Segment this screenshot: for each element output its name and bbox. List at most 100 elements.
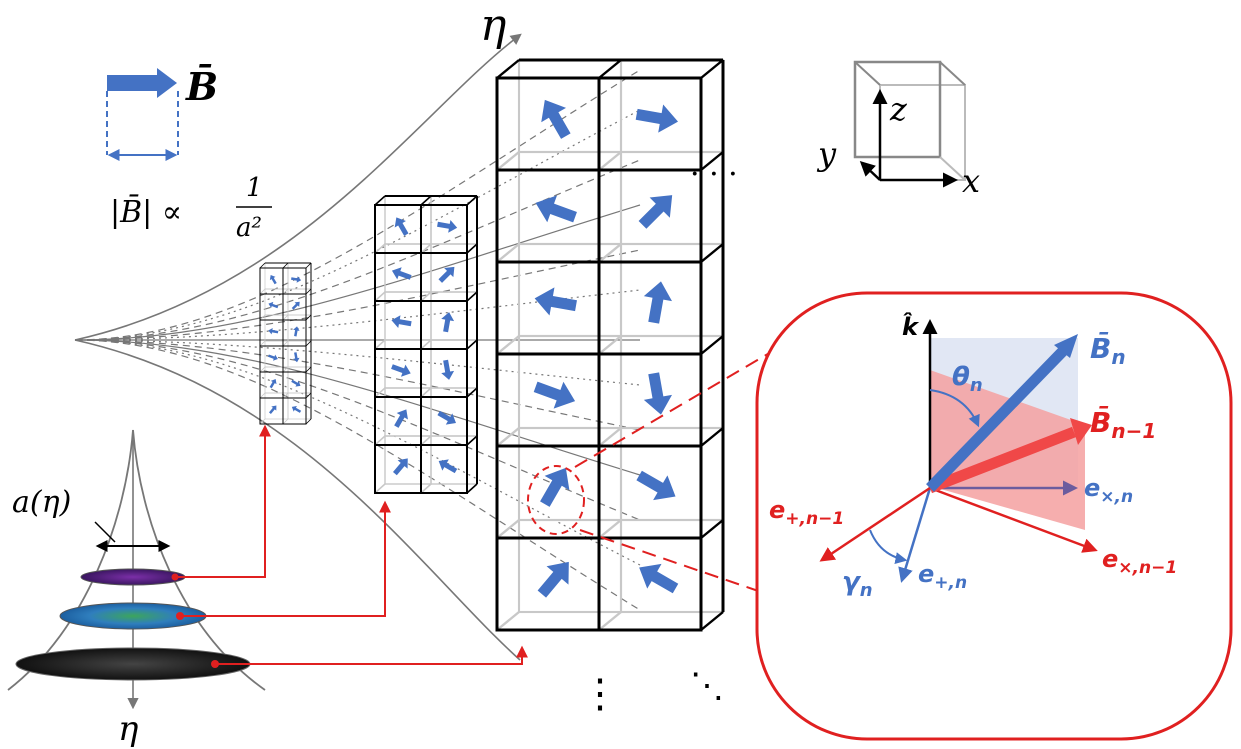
- grid-depth-edge: [496, 427, 520, 447]
- grid-depth-edge: [700, 151, 724, 171]
- b-field-arrow: [269, 379, 277, 389]
- b-field-arrow: [394, 217, 409, 236]
- grid-large: [495, 58, 725, 632]
- b-field-arrow: [293, 326, 300, 337]
- grid-depth-edge: [466, 387, 478, 398]
- b-field-arrow: [437, 219, 458, 233]
- magnitude-relation: |B̄| ∝: [110, 194, 182, 230]
- b-field-arrow: [638, 195, 673, 229]
- grid-depth-edge: [496, 59, 520, 79]
- grid-depth-edge: [700, 427, 724, 447]
- grid-depth-edge: [700, 243, 724, 263]
- grid-depth-edge: [420, 435, 432, 446]
- grid-depth-edge: [420, 339, 432, 350]
- e-plus-prev-label: e+,n−1: [769, 496, 844, 529]
- grid-depth-edge: [374, 243, 386, 254]
- b-field-arrow: [391, 364, 411, 377]
- b-field-arrow: [441, 359, 455, 380]
- early-universe-disc: [80, 568, 186, 586]
- magnitude-denominator: a²: [236, 213, 262, 243]
- grid-small: [259, 262, 312, 425]
- grid-depth-edge: [374, 435, 386, 446]
- axis-x-label: x: [962, 162, 980, 200]
- grid-depth-edge: [700, 611, 724, 631]
- grid-depth-edge: [305, 262, 312, 269]
- grid-depth-edge: [598, 151, 622, 171]
- inset-rotation-geometry: k̂ B̄n B̄n−1 θn γn e×,n e+,n e+,n−1 e×,n…: [755, 291, 1233, 741]
- grid-depth-edge: [466, 291, 478, 302]
- b-field-arrow: [541, 99, 571, 139]
- axis-y-label: y: [816, 135, 837, 173]
- grid-depth-edge: [700, 519, 724, 539]
- grid-depth-edge: [259, 418, 266, 425]
- grid-depth-edge: [259, 392, 266, 399]
- gamma-label: γn: [842, 567, 873, 601]
- funnel-line: [74, 339, 641, 521]
- axis-z-label: z: [889, 90, 908, 128]
- legend-arrow-head: [157, 68, 177, 98]
- funnel-line: [74, 109, 641, 341]
- grid-depth-edge: [598, 427, 622, 447]
- grid-depth-edge: [282, 340, 289, 347]
- b-field-arrow: [392, 458, 408, 476]
- grid-depth-edge: [700, 335, 724, 355]
- e-cross-n-label: e×,n: [1084, 474, 1133, 507]
- grid-depth-edge: [466, 435, 478, 446]
- grid-depth-edge: [305, 288, 312, 295]
- b-field-arrow: [291, 406, 302, 413]
- grid-depth-edge: [374, 483, 386, 494]
- legend-b-symbol: B̄: [185, 64, 218, 109]
- inset-frame: [755, 291, 1233, 741]
- grid-depth-edge: [598, 59, 622, 79]
- ellipsis-right: · · ·: [690, 157, 738, 192]
- grid-cell-front: [420, 444, 468, 494]
- b-field-legend: B̄ |B̄| ∝ 1 a²: [106, 64, 272, 243]
- funnel-line: [74, 204, 641, 341]
- grid-depth-edge: [282, 366, 289, 373]
- grid-depth-edge: [420, 243, 432, 254]
- b-field-arrow: [438, 266, 455, 283]
- grid-cell-front: [597, 536, 703, 632]
- magnitude-numerator: 1: [246, 173, 263, 203]
- grid-depth-edge: [259, 288, 266, 295]
- grid-depth-edge: [305, 418, 312, 425]
- grid-depth-edge: [305, 314, 312, 321]
- e-plus-n-label: e+,n: [918, 560, 967, 593]
- grid-depth-edge: [420, 195, 432, 206]
- grid-depth-edge: [420, 291, 432, 302]
- grid-depth-edge: [420, 387, 432, 398]
- grid-depth-edge: [598, 335, 622, 355]
- grid-depth-edge: [466, 243, 478, 254]
- grid-cell-front: [282, 397, 307, 425]
- grid-depth-edge: [305, 340, 312, 347]
- light-cone-lines: [74, 33, 522, 661]
- b-field-arrow: [636, 470, 676, 501]
- grid-depth-edge: [598, 243, 622, 263]
- grid-depth-edge: [259, 314, 266, 321]
- grid-depth-edge: [466, 339, 478, 350]
- b-field-arrow: [268, 301, 279, 309]
- coordinate-cube: x y z: [816, 60, 980, 200]
- grid-depth-edge: [282, 418, 289, 425]
- funnel-line: [74, 249, 641, 341]
- b-field-arrow: [394, 409, 408, 428]
- legend-arrow-shaft: [107, 75, 159, 91]
- scale-factor-label: a(η): [12, 485, 71, 520]
- grid-depth-edge: [305, 392, 312, 399]
- b-field-arrow: [291, 301, 300, 310]
- grid-depth-edge: [496, 335, 520, 355]
- b-field-arrow: [537, 561, 569, 598]
- b-field-arrow: [534, 287, 577, 316]
- grid-depth-edge: [466, 195, 478, 206]
- b-n-label: B̄n: [1090, 331, 1126, 369]
- ellipsis-diagonal: ⋱: [690, 666, 724, 706]
- scale-factor-cone: a(η) η: [7, 424, 528, 749]
- b-prev-label: B̄n−1: [1090, 405, 1156, 443]
- grid-depth-edge: [496, 519, 520, 539]
- ellipsis-down: ⋮: [580, 671, 620, 717]
- funnel-line: [74, 339, 641, 566]
- grid-depth-edge: [259, 366, 266, 373]
- grid-depth-edge: [700, 59, 724, 79]
- grid-depth-edge: [374, 339, 386, 350]
- b-field-arrow: [268, 405, 277, 414]
